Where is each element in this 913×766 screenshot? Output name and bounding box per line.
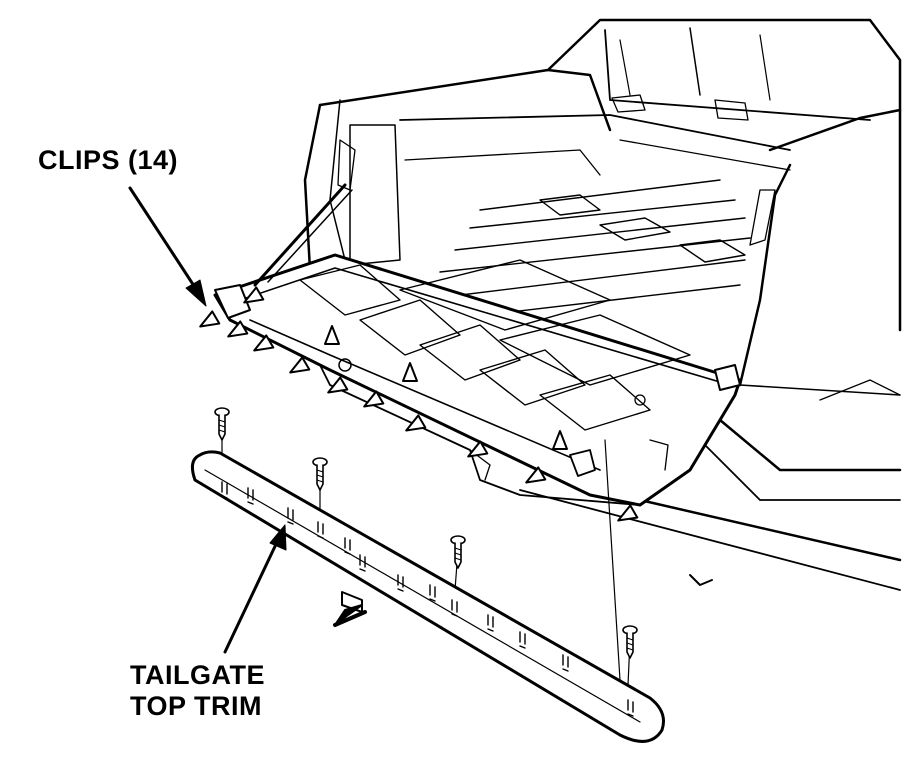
trim-clip-slot bbox=[562, 654, 569, 672]
clip-marker-icon bbox=[324, 325, 340, 345]
clip-marker-icon bbox=[253, 334, 275, 352]
truck-body bbox=[228, 18, 902, 591]
trim-clip-slot bbox=[247, 487, 254, 505]
tailgate bbox=[213, 183, 742, 507]
trim-clip-slot bbox=[359, 554, 366, 572]
tailgate-top-trim bbox=[190, 450, 665, 743]
clip-marker-icon bbox=[402, 362, 418, 382]
clip-marker-icon bbox=[363, 390, 385, 408]
screw-icon bbox=[622, 625, 638, 659]
clip-marker-icon bbox=[327, 376, 349, 394]
screw-icon-group bbox=[214, 407, 638, 659]
clip-marker-icon-group bbox=[199, 286, 639, 522]
trim-clip-slot bbox=[429, 584, 436, 602]
clip-marker-icon bbox=[289, 356, 311, 374]
clip-marker-icon bbox=[199, 310, 221, 328]
clip-marker-icon bbox=[617, 504, 639, 522]
trim-clip-slot bbox=[519, 631, 526, 649]
trim-clip-slot bbox=[397, 574, 404, 592]
clip-marker-icon bbox=[525, 466, 547, 484]
trim-clip-slot bbox=[317, 521, 324, 539]
tailgate-top-trim-callout-label: TAILGATE TOP TRIM bbox=[130, 660, 265, 722]
screw-icon bbox=[312, 457, 328, 491]
trim-clip-slot bbox=[627, 699, 634, 717]
trim-clip-slot bbox=[221, 481, 228, 499]
clip-marker-icon bbox=[243, 286, 265, 304]
clip-marker-icon bbox=[227, 320, 249, 338]
screw-icon bbox=[214, 407, 230, 441]
clip-marker-icon bbox=[467, 440, 489, 458]
trim-label-line-1: TAILGATE bbox=[130, 660, 265, 690]
trim-clip-slot bbox=[344, 537, 351, 555]
trim-clip-slot bbox=[487, 614, 494, 632]
clips-callout-label: CLIPS (14) bbox=[38, 145, 179, 175]
clip-marker-icon bbox=[405, 414, 427, 432]
direction-arrow-icon bbox=[333, 591, 367, 627]
trim-label-line-2: TOP TRIM bbox=[130, 691, 263, 721]
clips-leader-arrow bbox=[128, 186, 207, 307]
clip-marker-icon bbox=[552, 430, 568, 450]
trim-leader-arrow bbox=[223, 524, 287, 654]
trim-clip-slot bbox=[451, 599, 458, 617]
trim-clip-slot bbox=[287, 507, 294, 525]
screw-icon bbox=[450, 535, 466, 569]
